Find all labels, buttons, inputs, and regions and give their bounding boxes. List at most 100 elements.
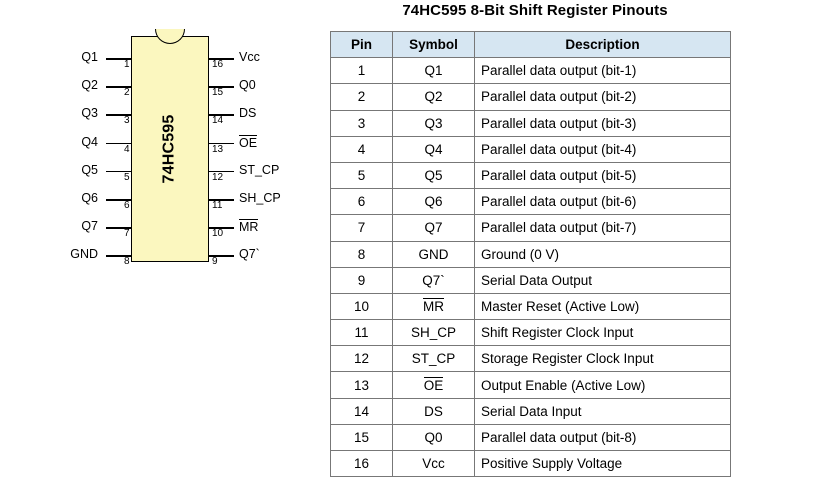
cell-pin: 14: [330, 397, 393, 425]
cell-pin: 12: [330, 345, 393, 373]
cell-description: Parallel data output (bit-6): [474, 188, 731, 216]
pin-label: DS: [239, 106, 257, 121]
cell-symbol: Q0: [392, 423, 475, 452]
cell-pin: 2: [330, 83, 393, 111]
chip-pin-10: 10 MR: [0, 214, 330, 242]
cell-symbol: Q6: [392, 188, 475, 216]
pin-number: 13: [212, 143, 224, 155]
pin-number: 11: [212, 200, 223, 211]
cell-symbol: GND: [392, 240, 475, 268]
pin-lead-icon: [209, 58, 234, 60]
cell-symbol: OE: [392, 371, 475, 399]
pin-number: 5: [124, 171, 130, 183]
pin-label: Q1: [81, 50, 98, 64]
pin-label: OE: [239, 134, 258, 150]
cell-symbol: Q4: [392, 135, 475, 163]
cell-pin: 13: [330, 371, 393, 399]
cell-description: Parallel data output (bit-3): [474, 109, 731, 137]
cell-description: Ground (0 V): [474, 240, 731, 268]
cell-symbol: Q7: [392, 214, 475, 242]
chip-pin-8: 8 GND: [0, 242, 330, 270]
pin-label: Vcc: [239, 50, 260, 64]
pin-number: 4: [124, 143, 130, 155]
pin-number: 6: [124, 200, 130, 211]
pin-label: MR: [239, 219, 259, 235]
pin-label: Q7: [81, 219, 98, 234]
cell-symbol: MR: [392, 292, 475, 321]
cell-pin: 16: [330, 449, 393, 478]
cell-description: Parallel data output (bit-1): [474, 57, 731, 85]
pin-number: 2: [124, 87, 130, 99]
pin-label: Q5: [81, 162, 98, 177]
cell-description: Parallel data output (bit-8): [474, 423, 731, 452]
cell-symbol: Vcc: [392, 449, 475, 478]
cell-symbol: Q1: [392, 57, 475, 85]
pin-label: Q2: [81, 78, 98, 93]
cell-description: Master Reset (Active Low): [474, 292, 731, 321]
cell-symbol: ST_CP: [392, 345, 475, 373]
pin-label: Q0: [239, 78, 256, 93]
pin-number: 15: [212, 87, 224, 99]
chip-pin-4: 4 Q4: [0, 130, 330, 158]
pin-lead-icon: [209, 142, 234, 145]
cell-description: Output Enable (Active Low): [474, 371, 731, 399]
pin-number: 10: [212, 228, 224, 240]
pin-lead-icon: [106, 199, 131, 201]
pin-number: 14: [212, 115, 224, 127]
cell-description: Positive Supply Voltage: [474, 449, 731, 478]
cell-pin: 6: [330, 188, 393, 216]
cell-symbol: DS: [392, 397, 475, 425]
cell-pin: 8: [330, 240, 393, 268]
pin-lead-icon: [106, 114, 131, 116]
pin-lead-icon: [106, 142, 131, 145]
cell-description: Parallel data output (bit-5): [474, 161, 731, 190]
cell-pin: 9: [330, 266, 393, 294]
header-description: Description: [474, 30, 731, 59]
table-header: Pin Symbol Description: [330, 30, 731, 59]
chip-pin-15: 15 Q0: [0, 73, 330, 101]
pin-label: Q3: [81, 106, 98, 121]
cell-description: Shift Register Clock Input: [474, 319, 731, 347]
header-pin: Pin: [330, 30, 393, 59]
pin-lead-icon: [209, 255, 234, 257]
cell-pin: 7: [330, 214, 393, 242]
pin-lead-icon: [106, 255, 131, 257]
chip-body: [131, 36, 209, 262]
cell-description: Storage Register Clock Input: [474, 345, 731, 373]
pin-label: Q4: [81, 134, 98, 149]
pin-lead-icon: [209, 227, 234, 229]
pin-lead-icon: [106, 170, 131, 173]
pin-lead-icon: [209, 114, 234, 116]
cell-pin: 5: [330, 161, 393, 190]
pin-lead-icon: [209, 170, 234, 173]
pin-label: GND: [70, 247, 98, 262]
cell-description: Parallel data output (bit-7): [474, 214, 731, 242]
cell-symbol: Q2: [392, 83, 475, 111]
pin-number: 8: [124, 256, 130, 268]
pin-number: 16: [212, 59, 224, 70]
cell-pin: 10: [330, 292, 393, 321]
cell-symbol: SH_CP: [392, 319, 475, 347]
cell-symbol: Q7`: [392, 266, 475, 294]
pin-lead-icon: [106, 227, 131, 229]
cell-symbol: Q3: [392, 109, 475, 137]
pin-lead-icon: [106, 86, 131, 88]
pin-lead-icon: [209, 86, 234, 88]
